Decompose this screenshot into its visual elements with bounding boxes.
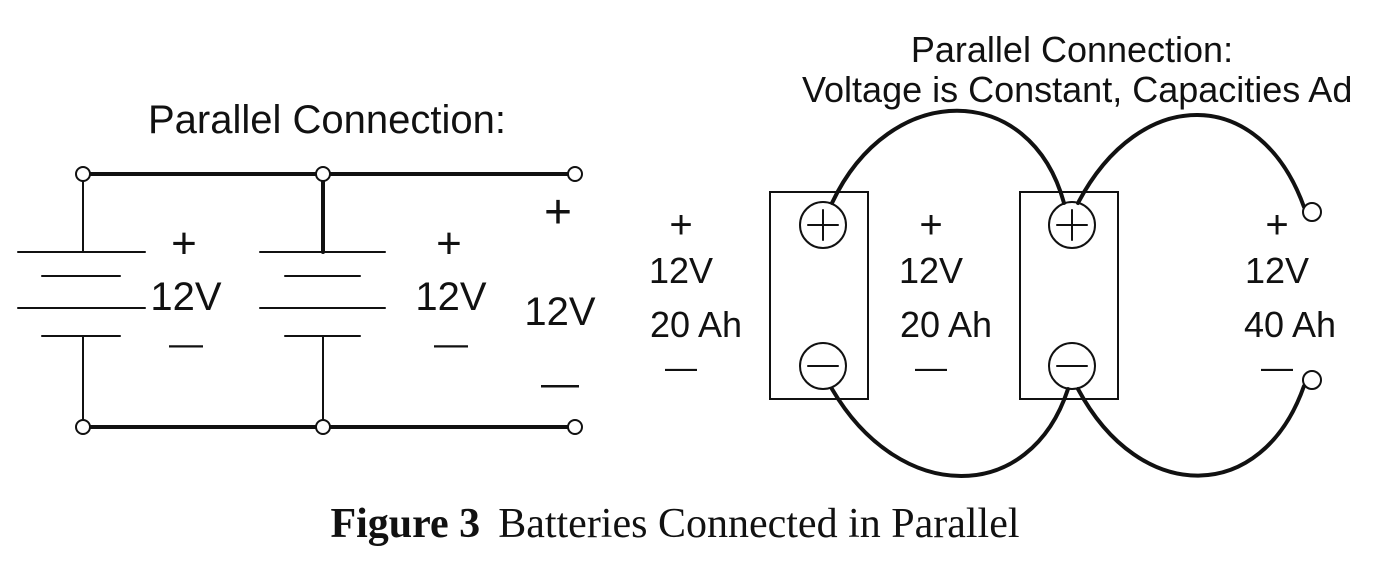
right-output-plus-label: + (1265, 203, 1288, 247)
left-diagram-title: Parallel Connection: (148, 98, 506, 142)
right-b2-voltage-label: 12V (899, 250, 963, 291)
right-b1-plus-label: + (669, 203, 692, 247)
right-b1-negative-terminal (799, 342, 847, 390)
right-output-plus-terminal (1302, 202, 1322, 222)
right-b2-capacity-label: 20 Ah (900, 304, 992, 345)
right-b1-positive-terminal (799, 201, 847, 249)
right-top-wire-1 (830, 108, 1066, 205)
right-bottom-wire-1 (830, 387, 1070, 478)
figure-number: Figure 3 (330, 501, 481, 547)
right-output-voltage-label: 12V (1245, 250, 1309, 291)
right-b1-voltage-label: 12V (649, 250, 713, 291)
right-output-minus-terminal (1302, 370, 1322, 390)
left-node-top-1 (75, 166, 91, 182)
left-b2-plus-label: + (436, 219, 462, 268)
left-battery-1-symbol (17, 251, 146, 337)
right-top-wire-2 (1076, 113, 1306, 209)
left-b2-minus-label: — (434, 325, 468, 363)
left-node-bottom-2 (315, 419, 331, 435)
left-output-voltage-label: 12V (524, 290, 595, 334)
right-output-capacity-label: 40 Ah (1244, 304, 1336, 345)
left-output-plus-label: + (544, 186, 572, 239)
right-b1-minus-label: — (665, 349, 697, 385)
figure-caption: Figure 3 Batteries Connected in Parallel (0, 500, 1350, 548)
left-output-minus-label: — (541, 363, 579, 405)
right-bottom-wire-2 (1076, 384, 1306, 478)
left-node-top-2 (315, 166, 331, 182)
left-b1-minus-label: — (169, 325, 203, 363)
right-diagram-title-line2: Voltage is Constant, Capacities Ad (802, 69, 1352, 110)
right-b2-negative-terminal (1048, 342, 1096, 390)
left-output-plus-terminal (567, 166, 583, 182)
right-output-minus-label: — (1261, 349, 1293, 385)
left-output-minus-terminal (567, 419, 583, 435)
right-diagram-title-line1: Parallel Connection: (911, 29, 1233, 70)
right-b2-plus-label: + (919, 203, 942, 247)
figure-caption-text: Batteries Connected in Parallel (498, 501, 1020, 547)
right-b2-minus-label: — (915, 349, 947, 385)
left-b1-voltage-label: 12V (150, 275, 221, 319)
left-b1-plus-label: + (171, 219, 197, 268)
left-battery-2-symbol (259, 251, 386, 337)
right-battery-1-box (769, 191, 869, 400)
right-b1-capacity-label: 20 Ah (650, 304, 742, 345)
right-b2-positive-terminal (1048, 201, 1096, 249)
left-b2-voltage-label: 12V (415, 275, 486, 319)
left-node-bottom-1 (75, 419, 91, 435)
right-battery-2-box (1019, 191, 1119, 400)
